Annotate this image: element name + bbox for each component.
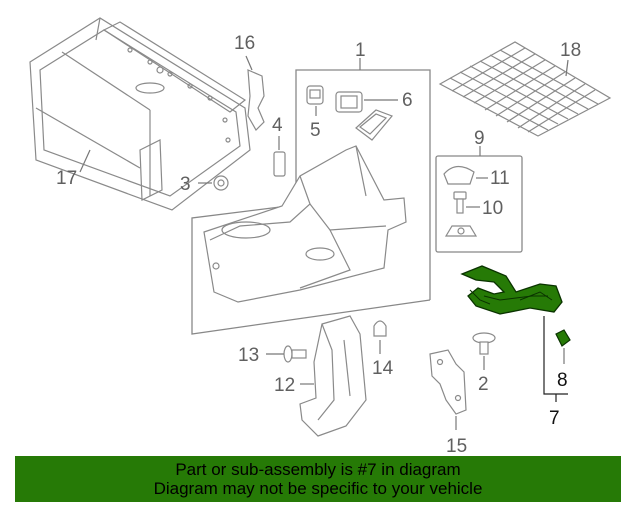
part-6-light-socket[interactable] xyxy=(335,91,394,141)
callout-4: 4 xyxy=(272,115,283,136)
callout-17: 17 xyxy=(56,168,77,189)
callout-10: 10 xyxy=(482,198,503,219)
part-10-bolt[interactable] xyxy=(453,191,467,214)
callout-7: 7 xyxy=(549,408,560,429)
part-4-clip[interactable] xyxy=(273,151,286,177)
callout-5: 5 xyxy=(310,120,321,141)
part-14-clip[interactable] xyxy=(373,320,387,337)
callout-2: 2 xyxy=(478,374,489,395)
callout-3: 3 xyxy=(180,174,191,195)
callout-18: 18 xyxy=(560,40,581,61)
part-11-cap[interactable] xyxy=(443,165,475,185)
banner-line-1: Part or sub-assembly is #7 in diagram xyxy=(175,460,461,479)
callout-13: 13 xyxy=(238,345,259,366)
part-13-push-rivet[interactable] xyxy=(283,345,307,363)
callout-6: 6 xyxy=(402,90,413,111)
callout-9: 9 xyxy=(474,128,485,149)
part-12-side-panel[interactable] xyxy=(299,315,367,437)
part-2-push-clip[interactable] xyxy=(472,332,496,355)
callout-14: 14 xyxy=(372,358,394,379)
callout-12: 12 xyxy=(274,375,295,396)
callout-16: 16 xyxy=(234,33,255,54)
info-banner: Part or sub-assembly is #7 in diagram Di… xyxy=(15,456,621,502)
callout-15: 15 xyxy=(446,436,467,455)
part-5-plug[interactable] xyxy=(306,85,324,105)
banner-line-2: Diagram may not be specific to your vehi… xyxy=(153,479,483,498)
callout-1: 1 xyxy=(355,40,366,61)
part-7-bracket-highlighted[interactable] xyxy=(460,265,563,315)
part-8-clip-highlighted[interactable] xyxy=(555,329,571,347)
callout-8: 8 xyxy=(557,370,568,391)
part-16-bracket[interactable] xyxy=(247,69,265,131)
parts-diagram: 17 16 4 3 1 5 6 xyxy=(29,17,612,455)
part-3-washer[interactable] xyxy=(213,175,229,191)
callout-11: 11 xyxy=(490,168,510,189)
part-1-trunk-side-trim[interactable] xyxy=(203,145,407,303)
part-18-cargo-net[interactable] xyxy=(438,41,612,137)
part-15-bracket[interactable] xyxy=(429,349,467,415)
part-9-retainer[interactable] xyxy=(444,225,478,237)
